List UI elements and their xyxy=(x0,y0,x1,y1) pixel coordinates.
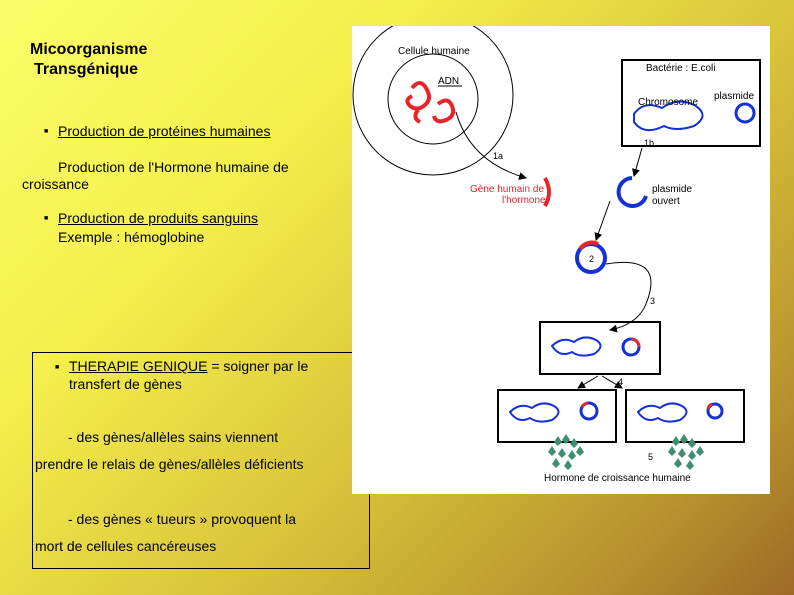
dna-strand-2 xyxy=(432,98,456,124)
open-plasmid xyxy=(616,176,648,208)
healthy-genes-line-2: prendre le relais de gènes/allèles défic… xyxy=(35,456,304,472)
killer-genes-line-1: - des gènes « tueurs » provoquent la xyxy=(68,511,297,527)
slide-title: Micoorganisme Transgénique xyxy=(30,40,147,80)
bullet-icon: ■ xyxy=(55,364,60,371)
chromosome xyxy=(633,100,704,132)
hemoglobin-example: Exemple : hémoglobine xyxy=(58,229,205,245)
transformed-bacterium xyxy=(539,321,661,375)
plasmid xyxy=(734,102,756,124)
killer-genes-line-2: mort de cellules cancéreuses xyxy=(35,538,217,554)
daughter-plasmid-left xyxy=(579,401,599,421)
human-cell xyxy=(352,26,514,176)
dna-strand-3 xyxy=(413,108,422,124)
step-4: 4 xyxy=(618,377,623,387)
human-cell-label: Cellule humaine xyxy=(398,46,470,57)
hormone-cluster-right xyxy=(668,434,704,470)
gene-therapy-label: THERAPIE GENIQUE xyxy=(69,358,208,374)
gene-transfer-line: transfert de gènes xyxy=(69,376,182,392)
growth-hormone-line-2: croissance xyxy=(22,176,89,192)
transformed-plasmid-gene xyxy=(630,337,641,348)
arrow-1a xyxy=(455,111,527,180)
healthy-genes-line-1: - des gènes/allèles sains viennent xyxy=(68,429,279,445)
growth-hormone-line-1: Production de l'Hormone humaine de xyxy=(58,159,289,175)
arrow-to-recombinant xyxy=(594,200,611,241)
daughter-chromosome-right xyxy=(636,402,688,423)
arrow-1b xyxy=(632,147,643,177)
daughter-plasmid-right xyxy=(706,402,724,420)
arrow-4-right xyxy=(601,375,623,389)
human-gene-label-1: Gène humain de xyxy=(470,184,544,195)
bacteria-label: Bactérie : E.coli xyxy=(646,63,715,74)
arrow-3 xyxy=(605,261,652,333)
human-gene-label-2: l'hormone xyxy=(502,195,546,206)
recombinant-gene-insert xyxy=(578,240,599,251)
daughter-gene-right xyxy=(706,402,713,410)
bullet-protein-production: Production de protéines humaines xyxy=(58,121,270,141)
title-line-1: Micoorganisme xyxy=(30,41,148,58)
open-plasmid-label-2: ouvert xyxy=(652,196,680,207)
chromosome-label: Chromosome xyxy=(638,97,698,108)
dna-strand-1 xyxy=(405,81,431,111)
title-line-2: Transgénique xyxy=(34,61,139,78)
step-3: 3 xyxy=(650,296,655,306)
open-plasmid-label-1: plasmide xyxy=(652,184,692,195)
hormone-cluster-left xyxy=(548,434,584,470)
bullet-blood-products: Production de produits sanguins xyxy=(58,208,258,228)
step-1a: 1a xyxy=(493,151,503,161)
bullet-protein-production-text: Production de protéines humaines xyxy=(58,123,271,139)
nucleus xyxy=(387,53,479,145)
daughter-gene-left xyxy=(580,401,589,408)
adn-label: ADN xyxy=(438,76,459,87)
bullet-icon: ■ xyxy=(44,215,49,222)
transformed-chromosome xyxy=(550,336,602,357)
bullet-blood-products-text: Production de produits sanguins xyxy=(58,210,259,226)
step-2: 2 xyxy=(589,254,594,264)
gene-therapy-definition: = soigner par le xyxy=(207,358,309,374)
bullet-icon: ■ xyxy=(44,128,49,135)
bacterium xyxy=(621,59,761,147)
step-5: 5 xyxy=(648,452,653,462)
diagram-svg: Cellule humaine ADN Bactérie : E.coli Ch… xyxy=(352,26,761,484)
transgenic-diagram: Cellule humaine ADN Bactérie : E.coli Ch… xyxy=(352,26,770,494)
hormone-label: Hormone de croissance humaine xyxy=(544,473,691,484)
gene-therapy-heading: THERAPIE GENIQUE = soigner par le xyxy=(69,356,308,376)
arrow-4-left xyxy=(577,375,599,389)
human-gene xyxy=(543,177,551,207)
daughter-chromosome-left xyxy=(508,402,560,423)
plasmid-label: plasmide xyxy=(714,91,754,102)
step-1b: 1b xyxy=(644,138,654,148)
